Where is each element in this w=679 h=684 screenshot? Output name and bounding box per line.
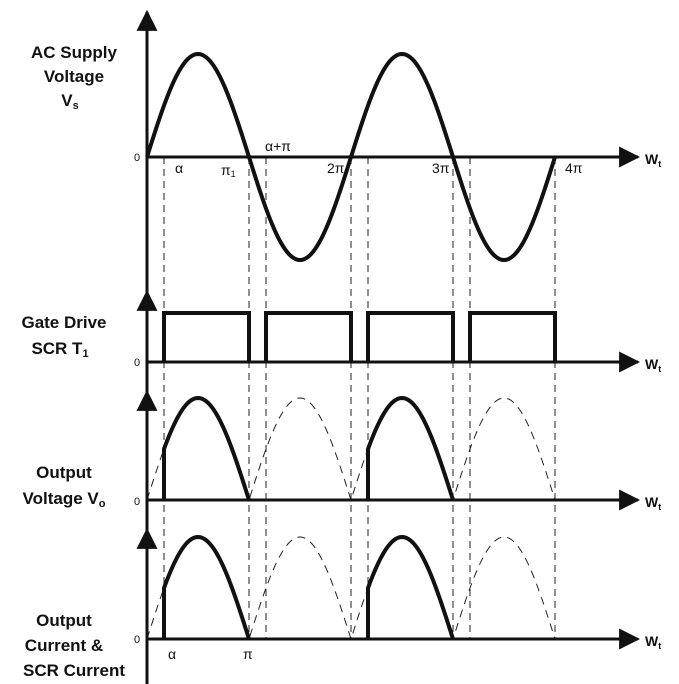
panel-label-gate-drive: Gate Drive SCR T1 [21, 313, 106, 360]
gate-pulse [468, 311, 557, 362]
conduction-segment [162, 395, 251, 501]
axis-label-wt: Wt [645, 494, 661, 512]
zero-label: 0 [134, 152, 140, 164]
zero-label: 0 [134, 634, 140, 646]
tick-alpha-plus-pi: α+π [265, 138, 291, 154]
guide-lines [163, 157, 556, 639]
axis-label-wt: Wt [645, 633, 661, 651]
label-symbol: SCR T1 [31, 339, 88, 360]
label-line: Output [36, 463, 92, 482]
label-line: Gate Drive [21, 313, 106, 332]
label-line: Output [36, 611, 92, 630]
tick-pi: π1 [221, 162, 236, 179]
tick-4pi: 4π [565, 160, 583, 176]
panel-label-output-voltage: Output Voltage Vo [23, 463, 106, 510]
gate-pulse [366, 311, 455, 362]
axis-label-wt: Wt [645, 151, 661, 169]
waveforms [145, 51, 557, 641]
conduction-segment [366, 534, 455, 640]
zero-label: 0 [134, 496, 140, 508]
label-line: Current & [25, 636, 103, 655]
gate-pulse [162, 311, 251, 362]
axes [136, 9, 641, 684]
panel-label-output-current: Output Current & SCR Current [23, 611, 125, 680]
gate-pulse [264, 311, 353, 362]
label-symbol: Vs [61, 91, 78, 112]
tick-alpha-bottom: α [168, 646, 176, 662]
tick-alpha: α [175, 160, 183, 176]
tick-2pi: 2π [327, 160, 345, 176]
reference-wave [146, 536, 556, 641]
zero-label: 0 [134, 357, 140, 369]
panel-label-ac-supply: AC Supply Voltage Vs [31, 43, 117, 112]
conduction-segment [162, 534, 251, 640]
label-line: SCR Current [23, 661, 125, 680]
axis-label-wt: Wt [645, 356, 661, 374]
tick-3pi: 3π [432, 160, 450, 176]
label-line: Voltage [44, 67, 104, 86]
tick-pi-bottom: π [243, 646, 253, 662]
label-line: AC Supply [31, 43, 117, 62]
label-symbol: Voltage Vo [23, 489, 106, 510]
conduction-segment [366, 395, 455, 501]
